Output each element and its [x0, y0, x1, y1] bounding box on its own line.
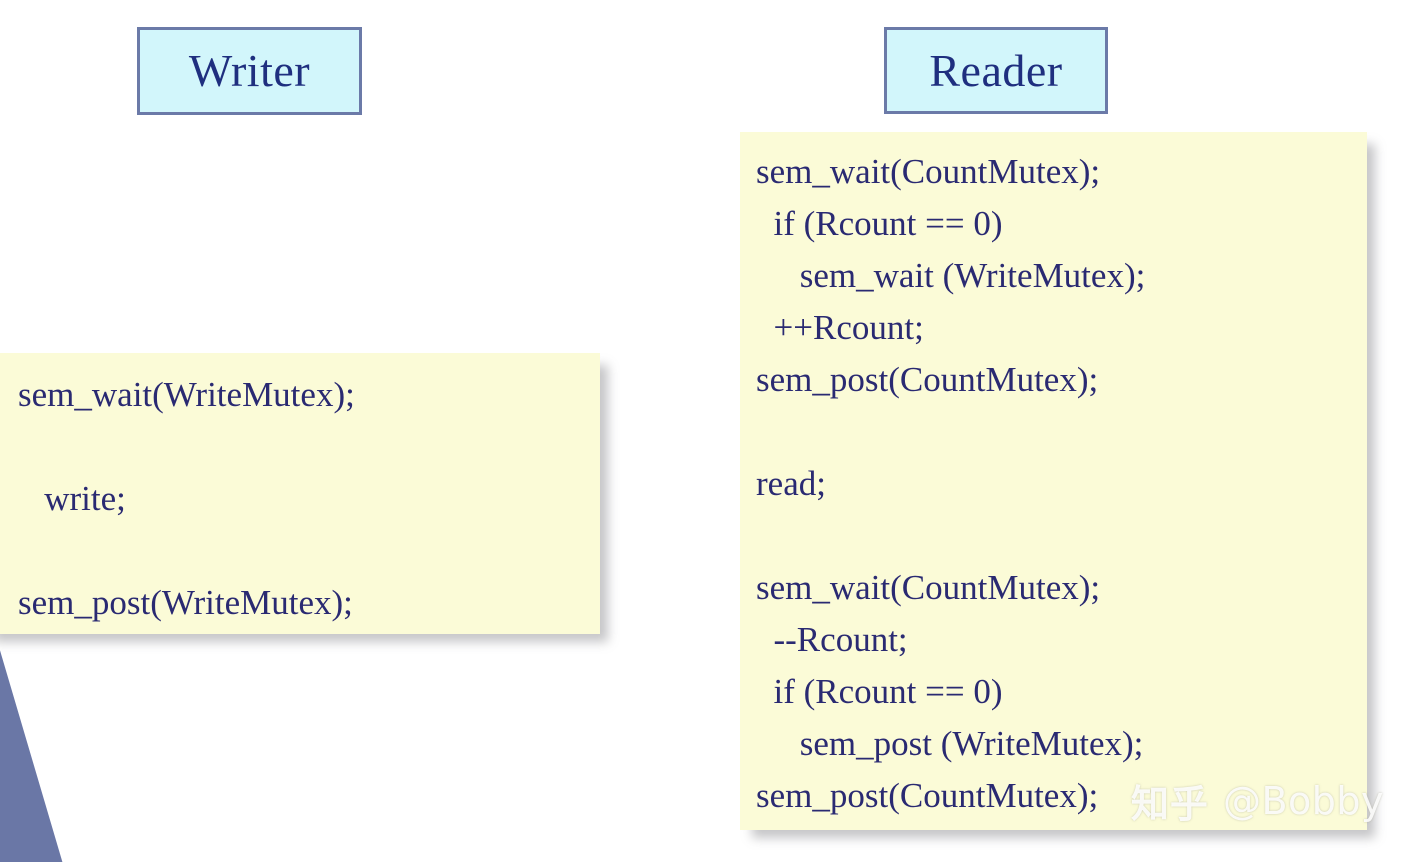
code-line: read; — [756, 464, 826, 503]
code-line: sem_post(CountMutex); — [756, 776, 1099, 815]
writer-title-box: Writer — [137, 27, 362, 115]
reader-title-label: Reader — [929, 44, 1063, 96]
code-line — [756, 406, 1367, 458]
writer-code-panel: sem_wait(WriteMutex); write; sem_post(Wr… — [0, 353, 600, 634]
code-line: if (Rcount == 0) — [756, 672, 1003, 711]
code-line: --Rcount; — [756, 620, 908, 659]
reader-title-box: Reader — [884, 27, 1108, 114]
code-line: sem_post(WriteMutex); — [18, 583, 353, 622]
code-line: sem_post (WriteMutex); — [756, 724, 1144, 763]
code-line — [18, 525, 600, 577]
corner-accent-shape — [0, 650, 63, 862]
code-line: if (Rcount == 0) — [756, 204, 1003, 243]
code-line: sem_wait (WriteMutex); — [756, 256, 1146, 295]
code-line — [18, 421, 600, 473]
code-line: sem_wait(WriteMutex); — [18, 375, 355, 414]
reader-code-lines: sem_wait(CountMutex); if (Rcount == 0) s… — [740, 132, 1367, 822]
writer-title-label: Writer — [188, 45, 311, 96]
code-line: sem_wait(CountMutex); — [756, 152, 1101, 191]
code-line — [756, 510, 1367, 562]
code-line: sem_wait(CountMutex); — [756, 568, 1101, 607]
code-line: sem_post(CountMutex); — [756, 360, 1099, 399]
code-line: ++Rcount; — [756, 308, 924, 347]
code-line: write; — [18, 479, 126, 518]
writer-code-lines: sem_wait(WriteMutex); write; sem_post(Wr… — [0, 353, 600, 629]
reader-code-panel: sem_wait(CountMutex); if (Rcount == 0) s… — [740, 132, 1367, 830]
